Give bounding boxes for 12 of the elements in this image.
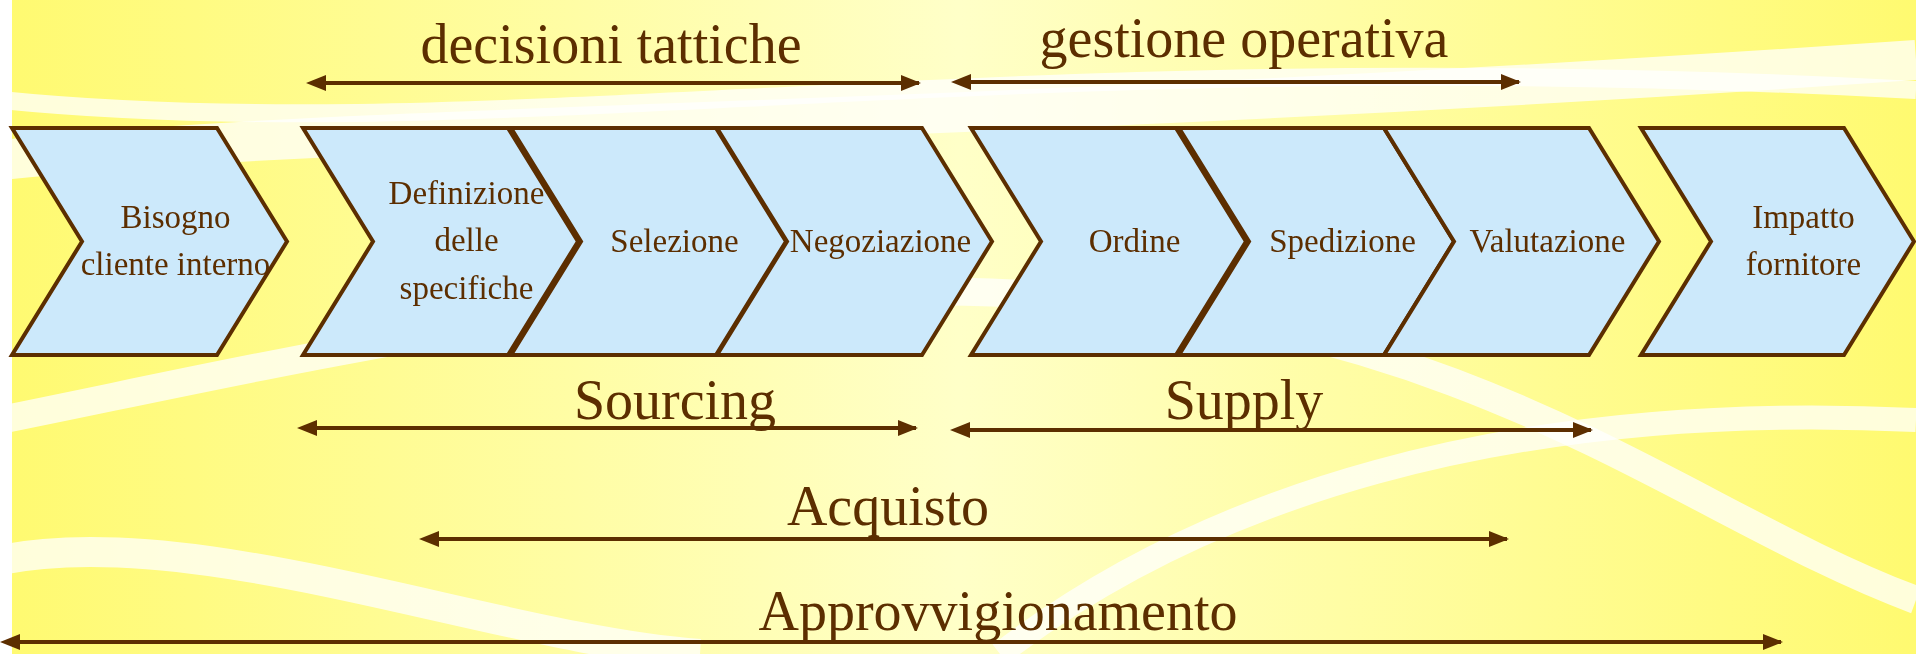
step-label: Selezione xyxy=(609,221,740,261)
step-label: Negoziazione xyxy=(788,221,973,261)
chevron-step xyxy=(1179,128,1454,355)
step-label: Bisogno cliente interno xyxy=(79,197,272,285)
step-label: Spedizione xyxy=(1268,221,1417,261)
step-label: Ordine xyxy=(1087,221,1182,261)
span-label: decisioni tattiche xyxy=(420,16,802,72)
step-label: Definizione delle specifiche xyxy=(387,173,546,309)
step-label: Impatto fornitore xyxy=(1744,197,1863,285)
step-label: Valutazione xyxy=(1468,221,1627,261)
span-label: Supply xyxy=(1164,372,1324,428)
span-label: Approvvigionamento xyxy=(758,583,1238,639)
